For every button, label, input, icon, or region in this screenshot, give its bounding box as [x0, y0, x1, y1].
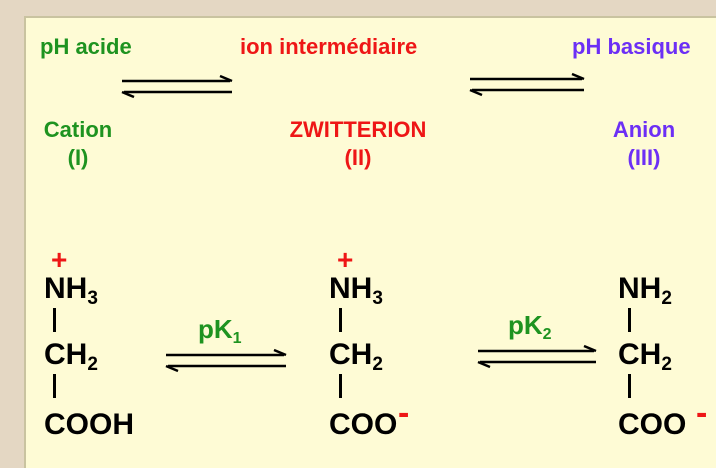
equilibrium-panel: pH acide ion intermédiaire pH basique Ca… [24, 16, 716, 468]
zwitterion-negative-charge: - [398, 394, 410, 432]
top-equilibrium-arrow-left [121, 74, 233, 99]
cation-methylene-group: CH2 [44, 338, 98, 375]
anion-negative-charge: - [696, 394, 708, 432]
zwitterion-methylene-group: CH2 [329, 338, 383, 375]
cation-carboxyl-group: COOH [44, 408, 134, 441]
top-equilibrium-arrow-right [469, 72, 585, 97]
pk2-equilibrium-arrow [477, 344, 597, 369]
zwitterion-carboxylate-group: COO [329, 408, 398, 441]
anion-carboxylate-group: COO [618, 408, 687, 441]
anion-amine-group: NH2 [618, 272, 672, 309]
anion-bond-upper [628, 308, 631, 332]
cation-label: Cation(I) [43, 117, 113, 170]
zwitterion-positive-charge: + [337, 244, 354, 275]
cation-bond-lower [53, 374, 56, 398]
zwitterion-bond-lower [339, 374, 342, 398]
cation-amine-group: NH3 [44, 272, 98, 309]
ion-intermediaire-label: ion intermédiaire [240, 34, 418, 59]
ph-basique-label: pH basique [572, 34, 691, 59]
anion-label: Anion(III) [612, 117, 676, 170]
pk1-label: pK1 [198, 314, 242, 347]
cation-bond-upper [53, 308, 56, 332]
zwitterion-amine-group: NH3 [329, 272, 383, 309]
ph-acide-label: pH acide [40, 34, 132, 59]
zwitterion-bond-upper [339, 308, 342, 332]
cation-positive-charge: + [51, 244, 68, 275]
pk1-equilibrium-arrow [165, 348, 287, 373]
anion-bond-lower [628, 374, 631, 398]
pk2-label: pK2 [508, 310, 552, 343]
anion-methylene-group: CH2 [618, 338, 672, 375]
zwitterion-label: ZWITTERION(II) [289, 117, 427, 170]
